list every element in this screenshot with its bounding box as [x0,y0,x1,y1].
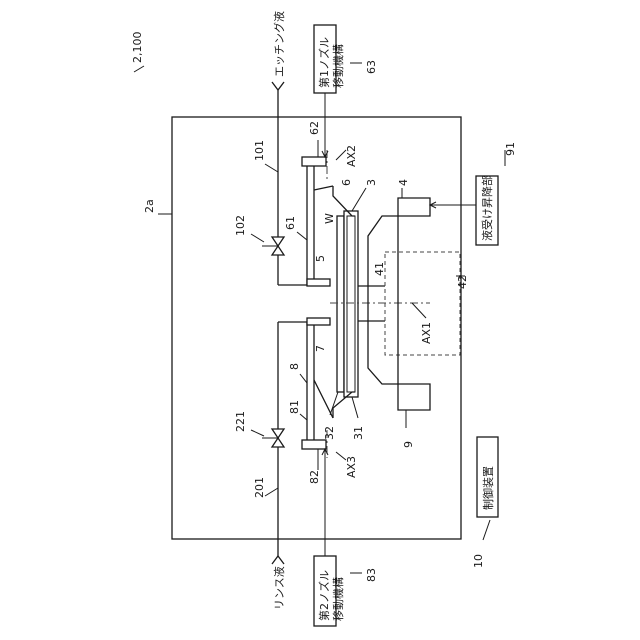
ref-221: 221 [234,411,247,432]
ref-9: 9 [402,441,415,448]
valve-221-bottom [272,438,284,447]
ref-ax2: AX2 [345,145,358,167]
ref-201: 201 [253,477,266,498]
cup-4-body [368,198,430,410]
wafer-w [337,216,344,392]
ref-4: 4 [397,179,410,186]
figure-ref-leader [134,66,144,72]
ref-61-leader [297,232,307,240]
ref-62: 62 [308,121,321,135]
ref-6: 6 [340,179,353,186]
ref-81: 81 [288,400,301,414]
ref-41: 41 [373,262,386,276]
ref-83: 83 [365,568,378,582]
ref-10-leader [483,520,490,540]
ref-61: 61 [284,216,297,230]
nozzle-arm-62 [302,157,326,166]
ref-63: 63 [365,60,378,74]
ref-101: 101 [253,140,266,161]
ref-10: 10 [472,554,485,568]
ref-31: 31 [352,426,365,440]
nozzle-arm-82 [302,440,326,449]
ref-w: W [323,213,336,224]
cup-lift-label: 液受け昇降部 [480,175,494,241]
ref-102: 102 [234,215,247,236]
nozzle-5-tip [307,279,330,286]
ref-221-leader [251,430,264,436]
ref-81-leader [300,414,307,420]
spin-chuck-3 [344,211,358,397]
rinse-liquid-label: リンス液 [272,566,286,610]
nozzle-7-tip [307,318,330,325]
ref-82: 82 [308,470,321,484]
ref-ax1: AX1 [420,322,433,344]
etching-inlet-mark [272,82,284,90]
ref-32: 32 [323,426,336,440]
ref-3-leader [352,188,366,211]
nozzle2-mover-line1: 第2ノズル [317,570,331,621]
ref-32-leader [330,392,338,415]
figure-ref: 2,100 [131,32,144,64]
ref-ax3: AX3 [345,456,358,478]
valve-221-top [272,429,284,438]
ref-ax1-leader [412,303,426,318]
nozzle1-mover-line1: 第1ノズル [317,37,331,88]
etching-liquid-label: エッチング液 [272,11,286,77]
ref-8-leader [300,374,307,383]
ref-7: 7 [314,345,327,352]
ref-42: 42 [456,275,469,289]
ref-8: 8 [288,363,301,370]
chamber-ref: 2a [143,199,156,213]
arm-6 [314,186,333,190]
valve-102-bottom [272,246,284,255]
ref-102-leader [251,234,264,242]
nozzle1-mover-line2: 移動機構 [331,44,345,88]
ref-31-leader [352,397,358,418]
arm-8 [314,380,333,418]
ref-101-leader [265,164,278,172]
ref-3: 3 [365,179,378,186]
nozzle2-mover-line2: 移動機構 [331,577,345,621]
ref-91: 91 [504,142,517,156]
ref-201-leader [265,488,278,496]
ref-5: 5 [314,255,327,262]
valve-102-top [272,237,284,246]
rinse-inlet-mark [272,556,284,564]
controller-label: 制御装置 [481,466,495,510]
